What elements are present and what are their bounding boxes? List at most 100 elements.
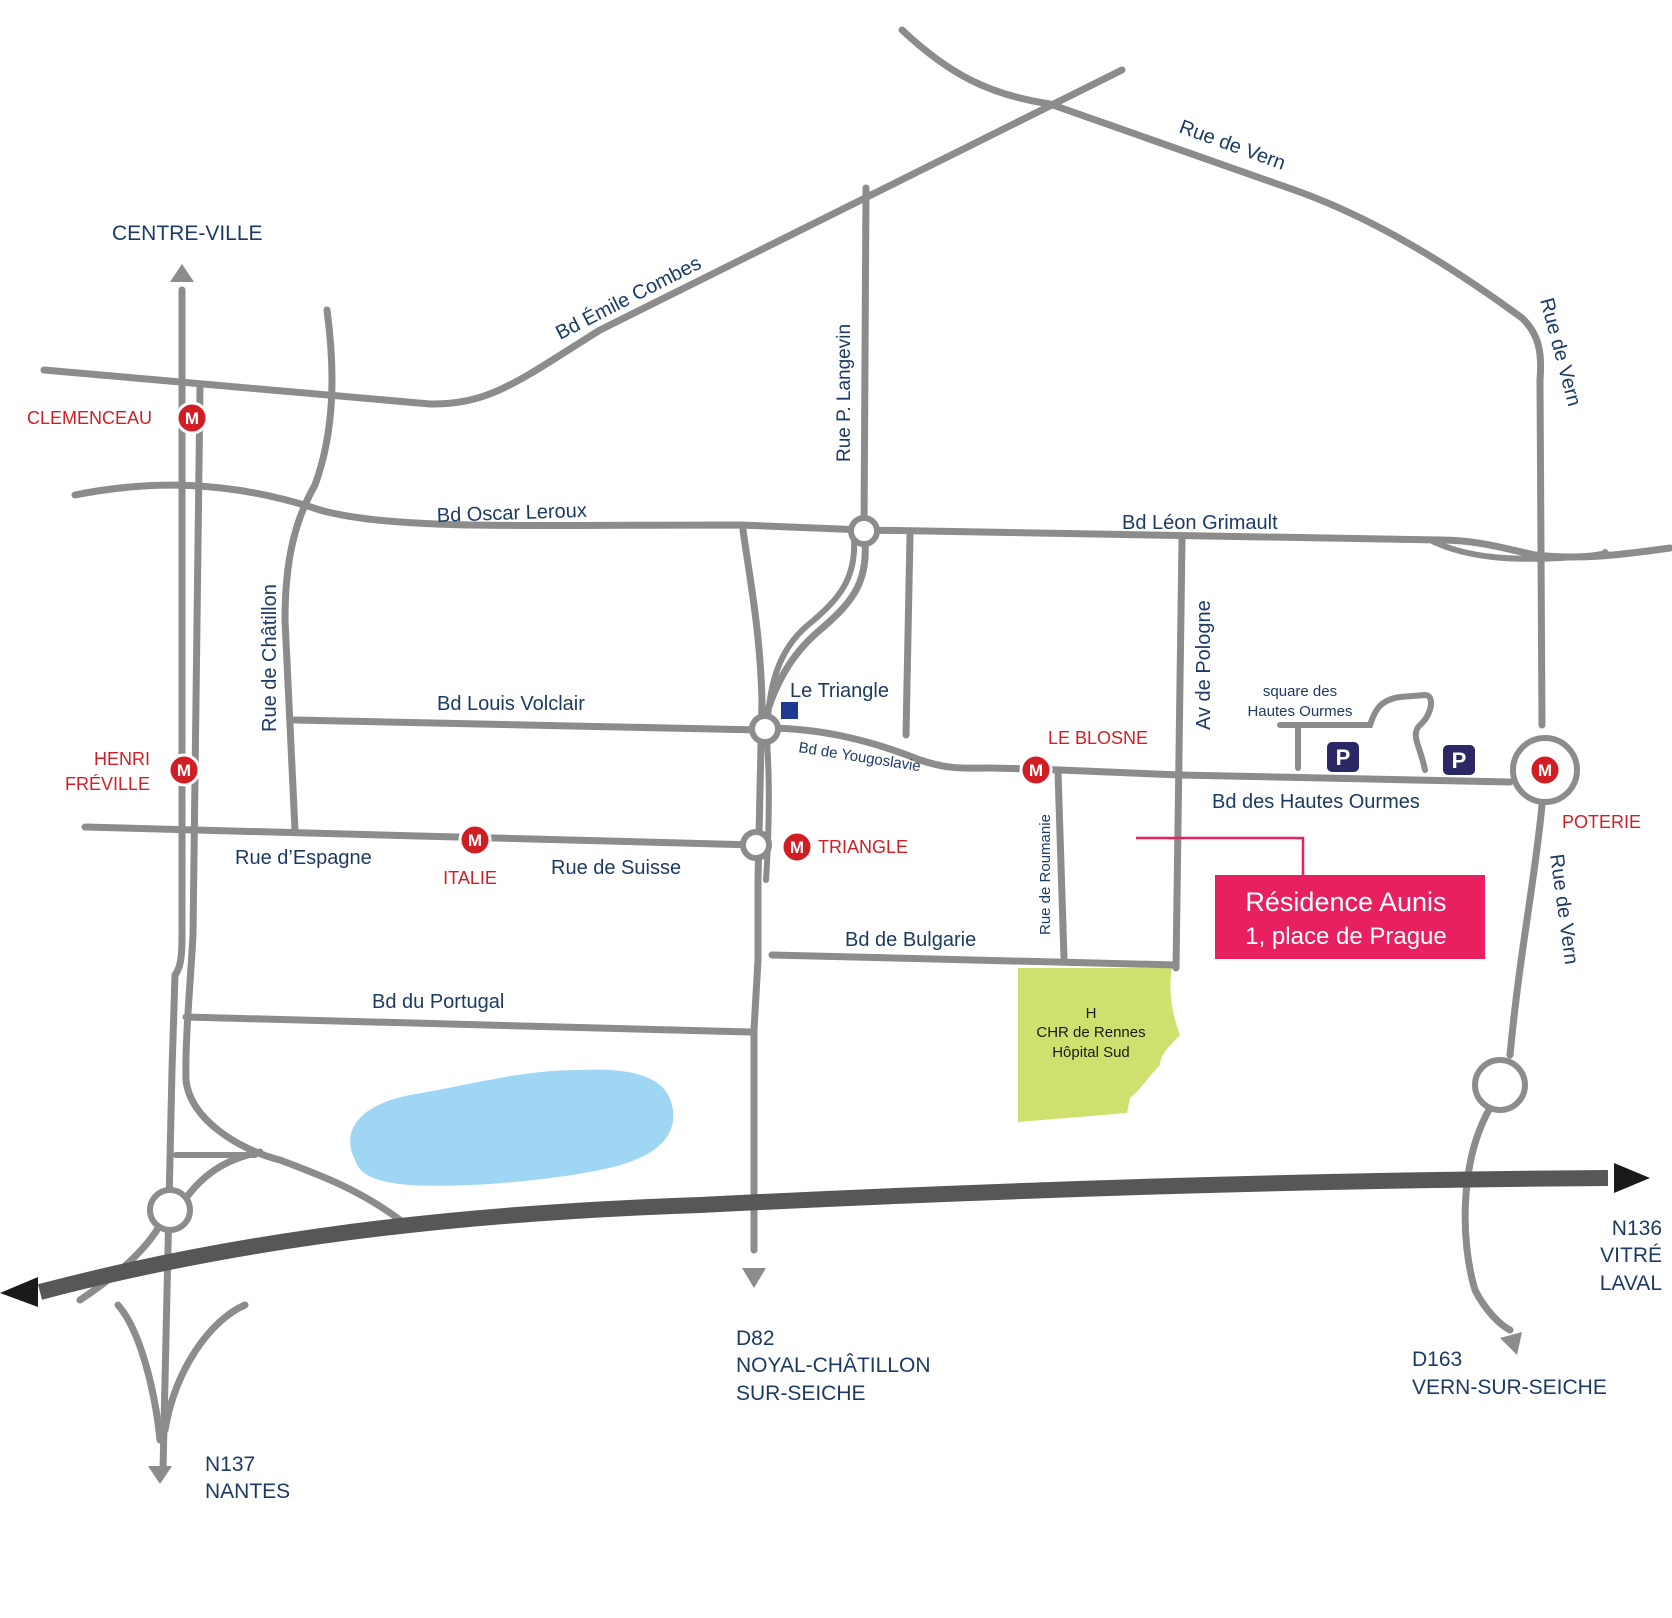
label-triangle: TRIANGLE	[818, 837, 908, 857]
road-north-connector	[902, 531, 914, 739]
road-n137-loop-c	[114, 1301, 164, 1444]
road-bd-de-yougoslavie	[761, 724, 1040, 773]
arrow-up-centre-ville-icon	[170, 264, 194, 282]
road-square-a	[1277, 691, 1434, 773]
label-d82: D82	[736, 1327, 775, 1350]
le-triangle-square-icon	[781, 702, 798, 719]
road-rue-d-espagne	[81, 823, 759, 849]
label-italie: ITALIE	[443, 868, 497, 888]
label-poterie: POTERIE	[1562, 812, 1641, 832]
metro-italie-icon: M	[458, 823, 492, 857]
svg-text:P: P	[1452, 748, 1467, 773]
metro-poterie-icon: M	[1528, 753, 1562, 787]
roundabout-langevin	[848, 515, 880, 547]
road-bd-leon-grimault	[860, 526, 1672, 561]
road-av-de-pologne	[1172, 536, 1186, 972]
svg-text:M: M	[1538, 761, 1552, 780]
arrow-down-d163-icon	[1500, 1332, 1522, 1355]
roundabout-n137	[147, 1187, 193, 1233]
label-rue-de-vern-lower: Rue de Vern	[1545, 853, 1582, 966]
label-le-triangle: Le Triangle	[790, 680, 889, 702]
label-rue-p-langevin: Rue P. Langevin	[834, 324, 855, 462]
svg-text:M: M	[790, 838, 804, 857]
highway-n136	[37, 1170, 1609, 1300]
svg-text:M: M	[468, 831, 482, 850]
roundabout-volclair	[749, 713, 781, 745]
label-bd-de-yougoslavie: Bd de Yougoslavie	[797, 739, 922, 775]
label-laval: LAVAL	[1600, 1272, 1662, 1295]
label-centre-ville: CENTRE-VILLE	[112, 222, 263, 245]
label-av-de-pologne: Av de Pologne	[1193, 600, 1215, 730]
road-bd-louis-volclair	[291, 716, 764, 734]
label-square-line1: square des	[1263, 683, 1337, 700]
label-n136: N136	[1612, 1217, 1662, 1240]
road-langevin-curve-b	[764, 537, 858, 763]
road-bd-de-bulgarie	[768, 951, 1180, 969]
road-triangle-vertical	[739, 526, 766, 1254]
residence-pointer-line	[1136, 836, 1305, 875]
hospital-subname: Hôpital Sud	[1052, 1044, 1130, 1061]
road-grimault-curve	[1427, 537, 1609, 562]
metro-clemenceau-icon: M	[175, 401, 209, 435]
road-bd-oscar-leroux	[71, 481, 868, 534]
label-bd-emile-combes: Bd Émile Combes	[552, 251, 705, 344]
road-rue-de-roumanie	[1054, 768, 1068, 962]
label-square-line2: Hautes Ourmes	[1247, 703, 1352, 720]
hospital-name: CHR de Rennes	[1036, 1024, 1145, 1041]
metro-henri-freville-icon: M	[167, 753, 201, 787]
road-rue-p-langevin	[860, 184, 870, 534]
road-avenue-left-a	[159, 286, 186, 1474]
label-bd-leon-grimault: Bd Léon Grimault	[1122, 512, 1278, 534]
road-langevin-curve-a	[756, 526, 869, 744]
highway-arrow-right-icon	[1614, 1163, 1650, 1193]
road-n137-loop-d	[161, 1301, 249, 1434]
label-bd-des-hautes-ourmes: Bd des Hautes Ourmes	[1212, 791, 1420, 813]
label-noyal-chatillon: NOYAL-CHÂTILLON	[736, 1354, 931, 1377]
parking-icon: P	[1327, 742, 1359, 772]
label-freville: FRÉVILLE	[65, 774, 150, 794]
label-d163: D163	[1412, 1348, 1462, 1371]
road-d163	[1461, 1104, 1514, 1334]
road-rue-de-chatillon	[281, 306, 336, 834]
label-clemenceau: CLEMENCEAU	[27, 408, 152, 428]
label-henri: HENRI	[94, 749, 150, 769]
label-vitre: VITRÉ	[1600, 1244, 1662, 1267]
label-bd-louis-volclair: Bd Louis Volclair	[437, 693, 585, 715]
label-vern-sur-seiche: VERN-SUR-SEICHE	[1412, 1376, 1607, 1399]
label-sur-seiche: SUR-SEICHE	[736, 1382, 866, 1405]
residence-name: Résidence Aunis	[1245, 887, 1446, 917]
metro-le-blosne-icon: M	[1019, 753, 1053, 787]
roundabout-d163	[1472, 1057, 1528, 1113]
road-bd-emile-combes	[40, 66, 1126, 408]
label-rue-d-espagne: Rue d’Espagne	[235, 847, 372, 869]
label-nantes: NANTES	[205, 1480, 290, 1503]
label-rue-de-roumanie: Rue de Roumanie	[1037, 814, 1054, 935]
road-rue-de-vern-top	[898, 26, 1545, 384]
label-rue-de-chatillon: Rue de Châtillon	[259, 584, 281, 732]
label-bd-oscar-leroux: Bd Oscar Leroux	[436, 500, 587, 527]
label-n137: N137	[205, 1453, 255, 1476]
residence-box	[1215, 875, 1485, 959]
label-bd-du-portugal: Bd du Portugal	[372, 991, 504, 1013]
arrow-down-d82-icon	[742, 1268, 766, 1288]
roundabout-espagne	[740, 829, 772, 861]
svg-text:M: M	[185, 409, 199, 428]
lake	[350, 1069, 674, 1186]
label-le-blosne: LE BLOSNE	[1048, 728, 1148, 748]
road-avenue-left-b	[182, 384, 404, 1224]
hospital-area	[1018, 968, 1180, 1122]
residence-address: 1, place de Prague	[1245, 923, 1446, 950]
label-rue-de-suisse: Rue de Suisse	[551, 857, 681, 879]
parking-icon: P	[1443, 745, 1475, 775]
road-bd-du-portugal	[182, 1013, 754, 1036]
metro-triangle-icon: M	[780, 830, 814, 864]
road-triangle-vertical-b	[763, 757, 772, 883]
road-bd-des-hautes-ourmes	[1032, 765, 1514, 786]
arrow-down-n137-icon	[148, 1466, 172, 1484]
svg-text:M: M	[1029, 761, 1043, 780]
road-rue-de-vern-lower	[1506, 801, 1546, 1059]
svg-text:P: P	[1336, 745, 1351, 770]
hospital-symbol: H	[1086, 1005, 1097, 1022]
svg-text:M: M	[177, 761, 191, 780]
